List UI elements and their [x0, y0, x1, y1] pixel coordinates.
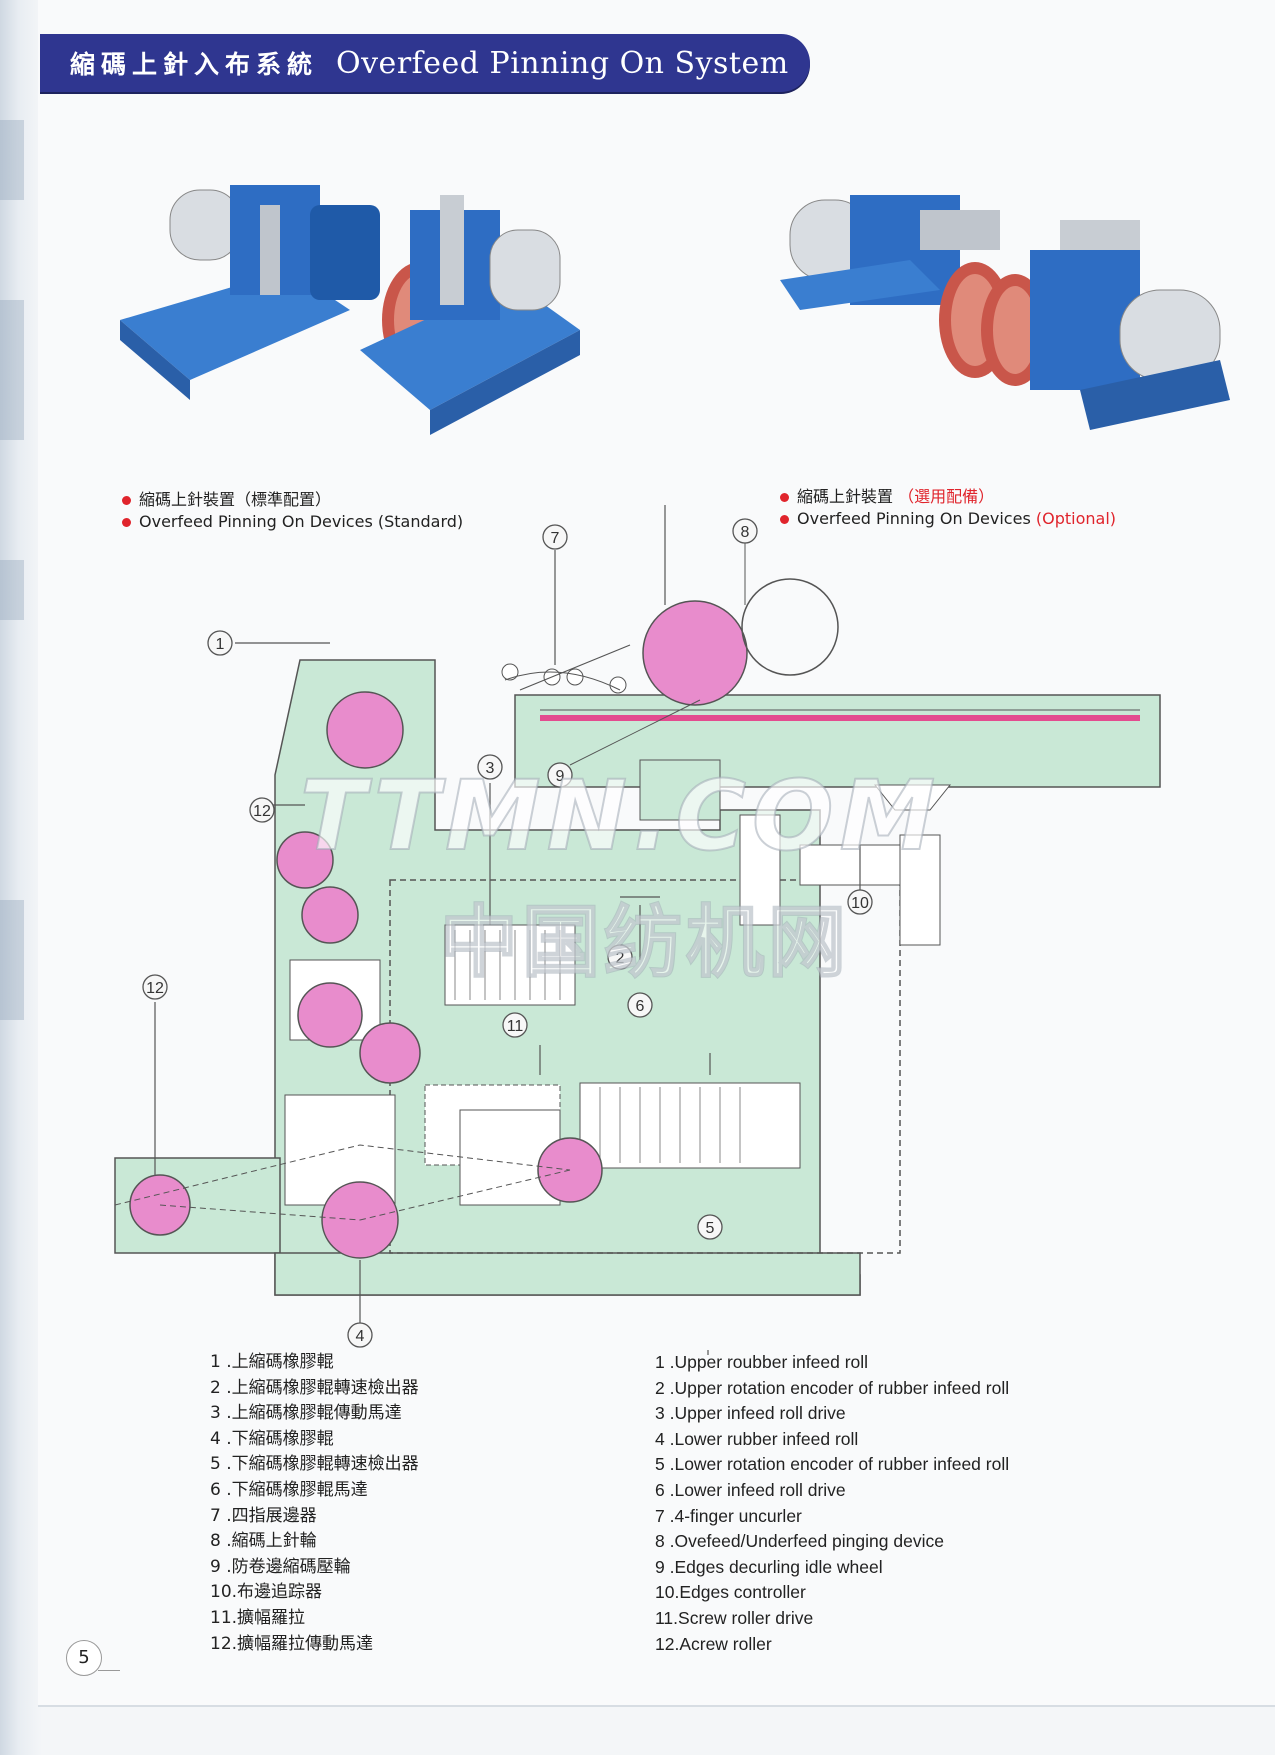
- legend-cn-item: 1 .上縮碼橡膠輥: [210, 1352, 334, 1372]
- watermark-cn: 中国纺机网: [439, 897, 851, 989]
- legend-en-item: 4 .Lower rubber infeed roll: [655, 1428, 859, 1449]
- marker-2: 2: [616, 950, 625, 967]
- upper-drive-motor: [444, 924, 576, 1006]
- legend-en-item: 10.Edges controller: [655, 1582, 806, 1603]
- standard-caption-cn: 縮碼上針裝置（標準配置）: [139, 490, 332, 509]
- marker-8-top: 8: [741, 524, 750, 541]
- marker-5: 5: [706, 1220, 715, 1237]
- page-edge-strip: [0, 0, 42, 1755]
- marker-9: 9: [556, 768, 565, 785]
- bullet-icon: [122, 517, 131, 527]
- edge-controller-unit: [639, 759, 952, 946]
- marker-12-b: 12: [253, 803, 271, 820]
- watermark-en: TTMN.COM: [299, 759, 942, 873]
- roll-2: [276, 831, 334, 889]
- legend-cn-item: 3 .上縮碼橡膠輥傳動馬達: [210, 1403, 402, 1424]
- legend-cn-item: 4 .下縮碼橡膠輥: [210, 1428, 334, 1449]
- legend-cn-item: 7 .四指展邊器: [210, 1505, 317, 1526]
- legend-en-item: 6 .Lower infeed roll drive: [655, 1479, 846, 1500]
- marker-3: 3: [486, 760, 495, 777]
- roll-5: [359, 1022, 421, 1084]
- system-diagram: 1 2 3 4 5 6 7 8 10 11 12 12: [114, 505, 1161, 1355]
- legend-cn-item: 11.擴幅羅拉: [210, 1607, 306, 1628]
- legend-cn-item: 6 .下縮碼橡膠輥馬達: [210, 1479, 368, 1500]
- bullet-icon: [122, 495, 131, 505]
- legend-en-item: 5 .Lower rotation encoder of rubber infe…: [655, 1454, 1010, 1475]
- legend-cn-item: 5 .下縮碼橡膠輥轉速檢出器: [210, 1454, 419, 1475]
- bullet-icon: [780, 514, 789, 524]
- marker-6: 6: [636, 998, 645, 1015]
- marker-10: 10: [851, 895, 869, 912]
- legend-en-item: 2 .Upper rotation encoder of rubber infe…: [655, 1377, 1010, 1398]
- page-number: 5: [66, 1640, 102, 1676]
- standard-caption-en: Overfeed Pinning On Devices (Standard): [139, 512, 464, 531]
- optional-caption-en: Overfeed Pinning On Devices: [797, 509, 1031, 528]
- legend-en-item: 7 .4-finger uncurler: [655, 1505, 802, 1526]
- page-number-rule: [98, 1670, 120, 1671]
- roll-4: [297, 982, 363, 1048]
- roll-1: [326, 691, 404, 769]
- bullet-icon: [780, 492, 789, 502]
- legend-en-item: 12.Acrew roller: [655, 1633, 772, 1654]
- legend-en: 1 .Upper roubber infeed roll 2 .Upper ro…: [655, 1350, 1009, 1657]
- legend-en-item: 8 .Ovefeed/Underfeed pinging device: [655, 1531, 944, 1552]
- title-en: Overfeed Pinning On System: [336, 45, 789, 81]
- standard-device-photo: [120, 185, 580, 435]
- marker-1: 1: [216, 636, 225, 653]
- legend-cn: 1 .上縮碼橡膠輥 2 .上縮碼橡膠輥轉速檢出器 3 .上縮碼橡膠輥傳動馬達 4…: [210, 1350, 419, 1657]
- legend-en-item: 3 .Upper infeed roll drive: [655, 1403, 846, 1424]
- lower-drive-motor: [579, 1082, 801, 1169]
- optional-caption-cn: 縮碼上針裝置: [797, 487, 894, 506]
- optional-caption: 縮碼上針裝置 （選用配備） Overfeed Pinning On Device…: [780, 486, 1116, 530]
- legend-en-item: 1 .Upper roubber infeed roll: [655, 1352, 869, 1372]
- uncurler-wheels: [501, 663, 627, 694]
- marker-12-a: 12: [146, 980, 164, 997]
- optional-caption-cn-tag: （選用配備）: [898, 487, 995, 506]
- title-cn: 縮碼上針入布系統: [70, 50, 319, 79]
- marker-7: 7: [551, 530, 560, 547]
- roll-3: [301, 886, 359, 944]
- marker-11: 11: [507, 1018, 524, 1035]
- legend-en-item: 9 .Edges decurling idle wheel: [655, 1556, 883, 1577]
- roll-8: [642, 600, 748, 706]
- optional-device-photo: [780, 195, 1230, 430]
- legend-cn-item: 8 .縮碼上針輪: [210, 1531, 317, 1552]
- legend-cn-item: 9 .防卷邊縮碼壓輪: [210, 1556, 351, 1577]
- needle-bar: [540, 715, 1140, 721]
- legend-cn-item: 10.布邊追踪器: [210, 1582, 323, 1603]
- title-banner: 縮碼上針入布系統 Overfeed Pinning On System: [40, 34, 810, 92]
- legend-en-item: 11.Screw roller drive: [655, 1607, 814, 1628]
- marker-4: 4: [356, 1328, 365, 1345]
- legend-cn-item: 12.擴幅羅拉傳動馬達: [210, 1633, 374, 1654]
- legend-cn-item: 2 .上縮碼橡膠輥轉速檢出器: [210, 1377, 419, 1398]
- standard-caption: 縮碼上針裝置（標準配置） Overfeed Pinning On Devices…: [122, 489, 463, 533]
- optional-caption-en-tag: (Optional): [1035, 509, 1117, 528]
